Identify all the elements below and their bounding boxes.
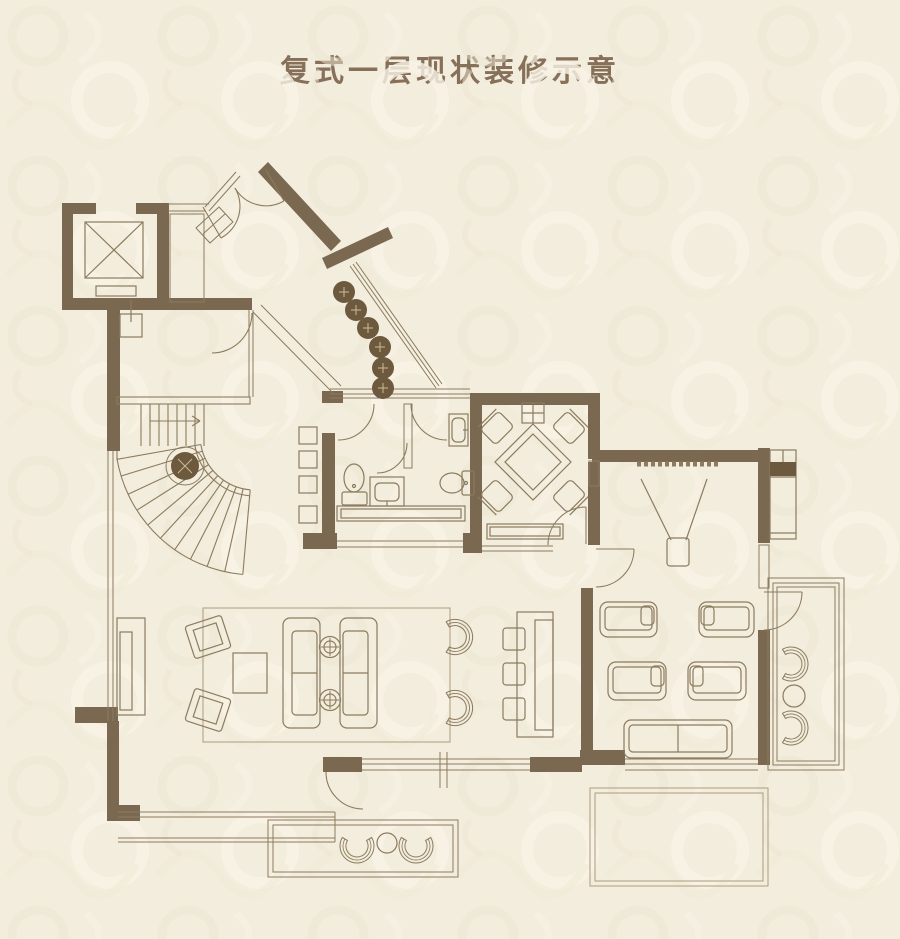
stair-plant-icon — [165, 446, 205, 486]
tv-cabinet-icon — [116, 617, 146, 716]
media-door — [595, 548, 635, 588]
pendant-light-icon — [521, 402, 545, 424]
round-table-icon — [376, 832, 398, 854]
sofa-icon — [339, 617, 378, 729]
curved-staircase-icon — [116, 396, 251, 576]
stair-direction-arrow — [149, 414, 201, 428]
projector-icon — [640, 478, 708, 567]
planter-row-icon — [333, 281, 394, 399]
living-room — [116, 607, 554, 743]
sofa-icon — [282, 617, 321, 729]
side-table-icon — [318, 688, 342, 712]
front-balcony — [267, 819, 459, 878]
game-chair-icon — [477, 480, 513, 516]
game-chair-icon — [477, 408, 513, 444]
side-balcony — [767, 577, 845, 771]
entry-cabinet-icon — [195, 206, 234, 244]
doors — [202, 169, 803, 810]
entry-glass-wall — [349, 261, 443, 389]
bath2-door-arc — [410, 403, 448, 441]
window — [588, 460, 600, 487]
armchair-icon — [698, 601, 755, 638]
media-room — [599, 449, 797, 759]
game-room — [477, 402, 589, 540]
entry-step — [260, 304, 342, 387]
game-chair-icon — [553, 408, 589, 444]
square-game-table-icon — [494, 423, 572, 501]
loveseat-icon — [623, 719, 733, 759]
entry-step — [252, 311, 334, 394]
accent-chair-icon — [184, 688, 232, 732]
bath1-door-arc — [337, 403, 375, 441]
cabinet-icon — [486, 523, 564, 540]
hall-door-arc — [211, 312, 253, 354]
rear-terrace — [589, 787, 769, 887]
toilet-icon — [341, 463, 368, 506]
armchair-icon — [687, 661, 747, 701]
window — [758, 544, 770, 589]
elevator-icon — [84, 221, 144, 297]
bathroom-fixtures — [336, 413, 475, 522]
entry-double-door-icon — [202, 169, 285, 239]
toilet-icon — [439, 470, 475, 496]
accent-chair-icon — [184, 615, 232, 659]
hall-shelf-icon — [298, 426, 318, 524]
wardrobe-icon — [769, 449, 797, 540]
console-table-icon — [502, 611, 554, 738]
shaft-niche — [169, 213, 205, 303]
bath-counter — [336, 505, 466, 522]
armchair-icon — [607, 661, 667, 701]
coffee-table-icon — [232, 652, 268, 694]
sink-icon — [448, 413, 469, 447]
side-table-icon — [318, 635, 342, 659]
armchair-icon — [599, 601, 658, 638]
thin-walls-and-windows — [107, 171, 770, 843]
rug — [202, 607, 451, 743]
entry-angled-wall — [258, 162, 341, 251]
walls — [62, 162, 770, 821]
intercom-icon — [119, 300, 143, 338]
balcony-door — [763, 591, 803, 631]
round-table-icon — [782, 684, 806, 708]
game-chair-icon — [553, 480, 589, 516]
bath-inner-door-arc — [376, 442, 408, 474]
terrace-door-arc — [325, 771, 364, 810]
